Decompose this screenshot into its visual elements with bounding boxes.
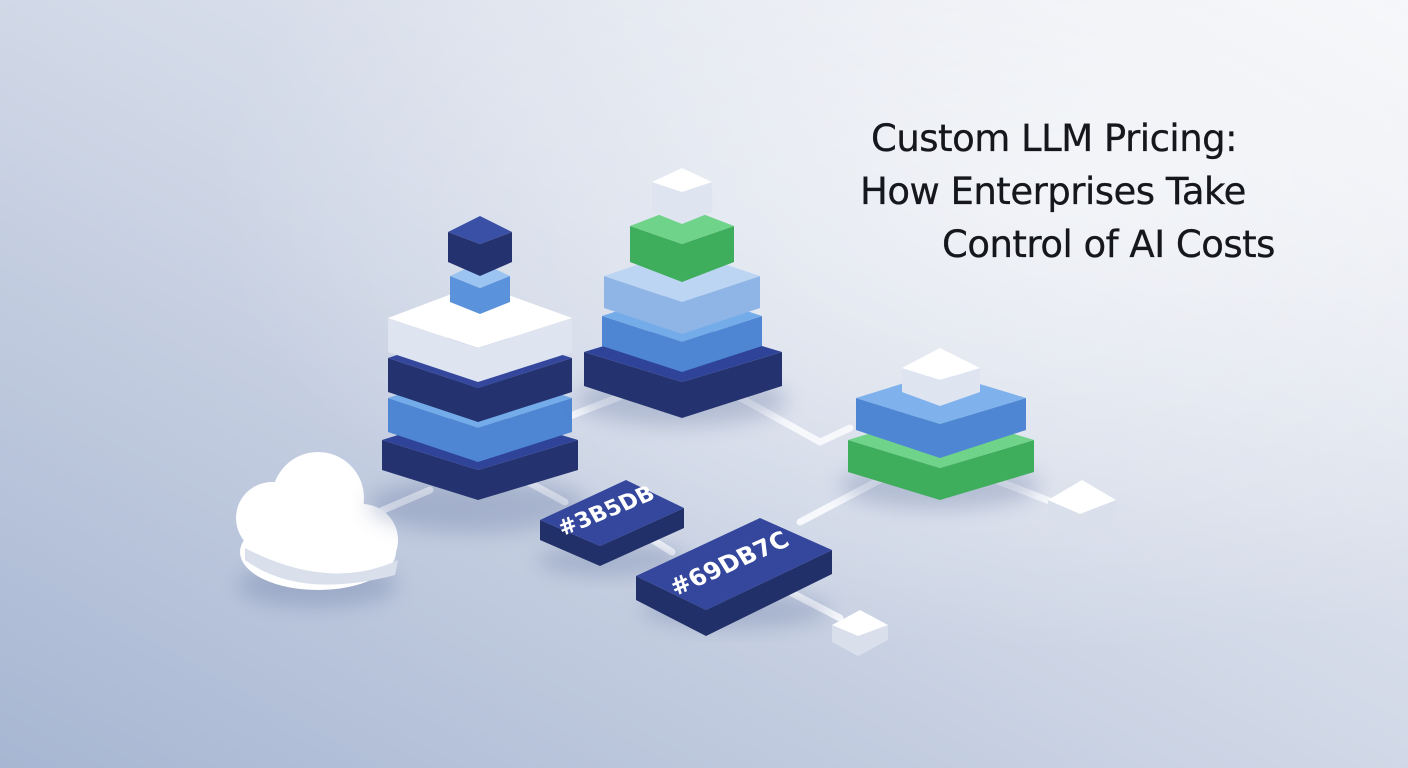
headline: Custom LLM Pricing: How Enterprises Take… bbox=[820, 112, 1340, 271]
center-server-stack bbox=[577, 168, 787, 426]
right-server-stack bbox=[840, 348, 1040, 509]
node-right bbox=[1048, 480, 1116, 536]
tag-right: #69DB7C bbox=[636, 518, 832, 636]
left-server-stack bbox=[368, 216, 588, 533]
headline-line-1: Custom LLM Pricing: bbox=[871, 117, 1238, 160]
node-bottom bbox=[832, 610, 888, 656]
cloud-icon bbox=[236, 452, 398, 607]
headline-line-3: Control of AI Costs bbox=[942, 223, 1276, 266]
headline-line-2: How Enterprises Take bbox=[860, 170, 1247, 213]
